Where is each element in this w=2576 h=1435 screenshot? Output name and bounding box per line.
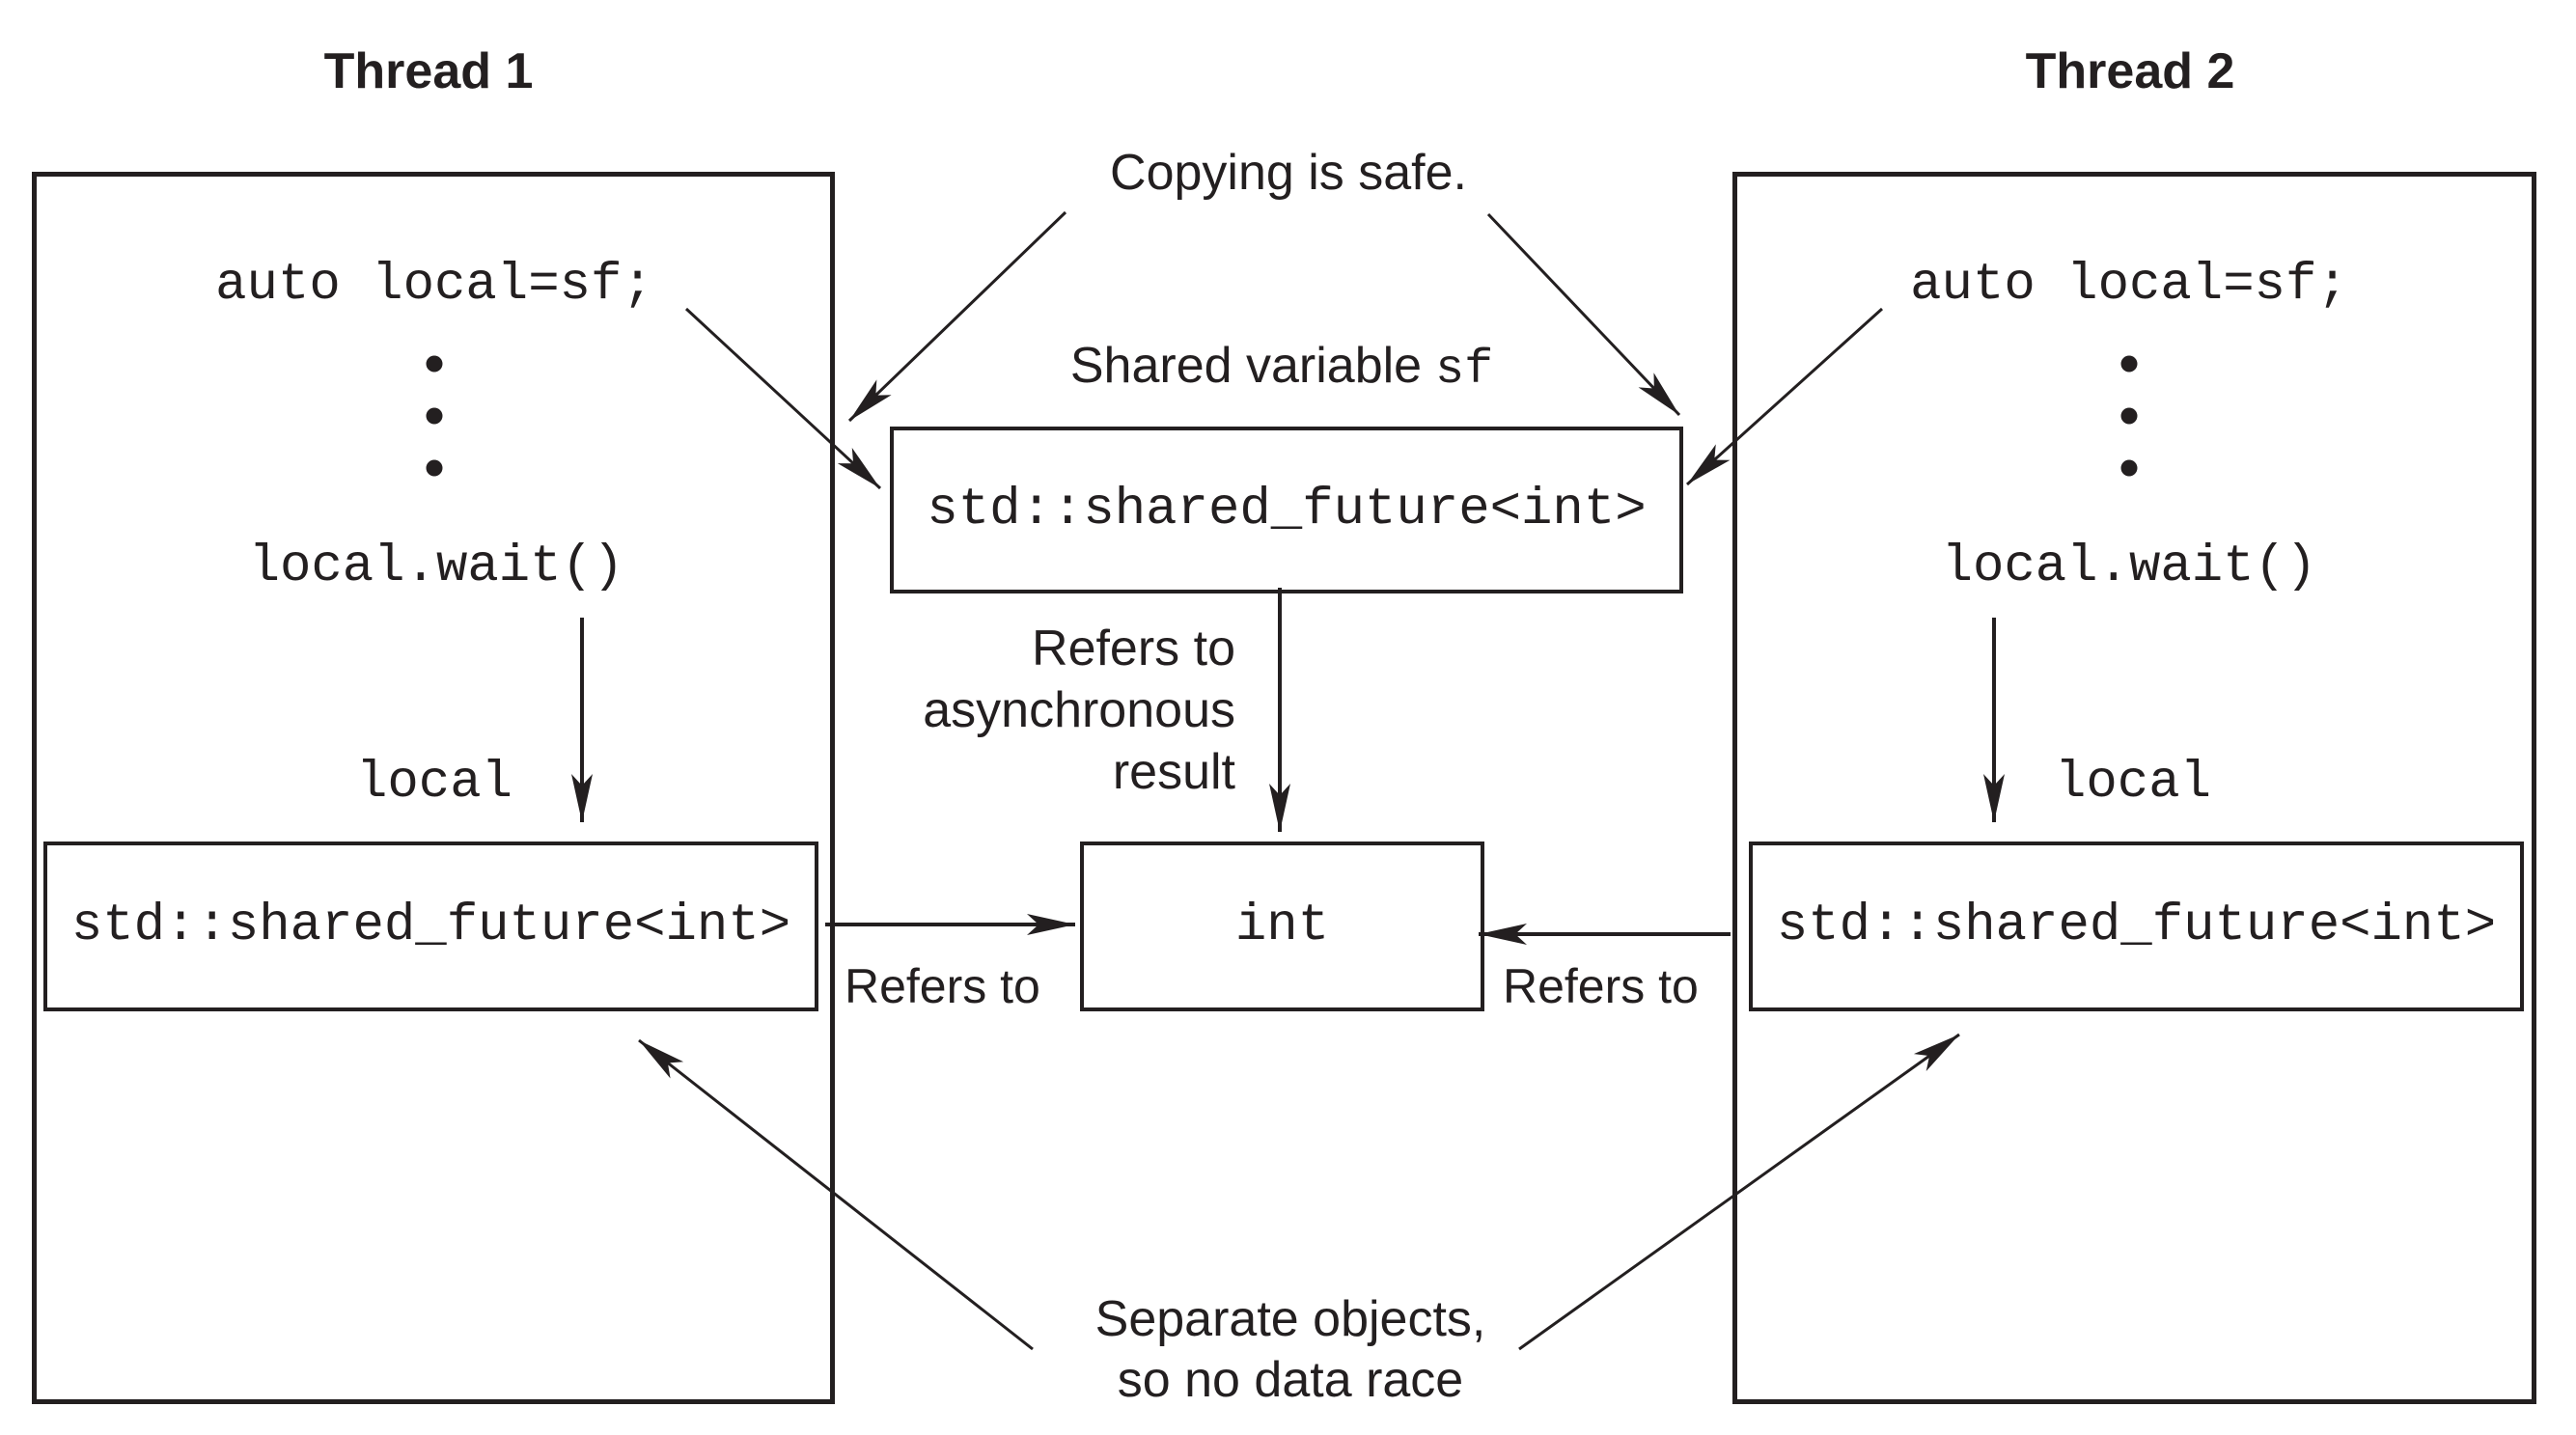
refers-to-left-label: Refers to [845, 959, 1040, 1013]
t1-shared-future-type: std::shared_future<int> [70, 897, 791, 956]
refers-to-async-line2: asynchronous [923, 682, 1235, 738]
separate-objects-note: Separate objects, so no data race [1095, 1289, 1486, 1411]
t1-wait-statement: local.wait() [248, 538, 624, 596]
t1-copy-statement: auto local=sf; [215, 256, 653, 315]
refers-to-right-label: Refers to [1503, 959, 1699, 1013]
t2-shared-future-type: std::shared_future<int> [1776, 897, 2497, 956]
t1-local-label: local [355, 754, 513, 813]
copying-note: Copying is safe. [1110, 145, 1467, 201]
thread1-box [32, 172, 835, 1404]
t2-local-label: local [2054, 754, 2212, 813]
shared-future-type: std::shared_future<int> [927, 480, 1647, 539]
int-type: int [1234, 897, 1330, 956]
thread2-title: Thread 2 [2025, 43, 2235, 99]
int-box: int [1080, 842, 1484, 1011]
t1-shared-future-box: std::shared_future<int> [43, 842, 818, 1011]
shared-variable-box: std::shared_future<int> [890, 427, 1683, 593]
shared-variable-prefix: Shared variable [1069, 338, 1423, 394]
arrow-copying-to-left [847, 210, 1067, 423]
thread1-title: Thread 1 [323, 43, 534, 99]
arrow-copying-to-right [1486, 212, 1681, 417]
separate-objects-line2: so no data race [1117, 1352, 1464, 1408]
refers-to-async-line1: Refers to [1032, 621, 1235, 676]
t2-wait-statement: local.wait() [1941, 538, 2317, 596]
shared-variable-name: sf [1435, 343, 1494, 398]
refers-to-async-note: Refers to asynchronous result [849, 618, 1235, 803]
refers-to-async-line3: result [1112, 744, 1235, 800]
separate-objects-line1: Separate objects, [1094, 1291, 1486, 1347]
t2-copy-statement: auto local=sf; [1910, 256, 2348, 315]
thread2-box [1732, 172, 2536, 1404]
t2-shared-future-box: std::shared_future<int> [1749, 842, 2524, 1011]
